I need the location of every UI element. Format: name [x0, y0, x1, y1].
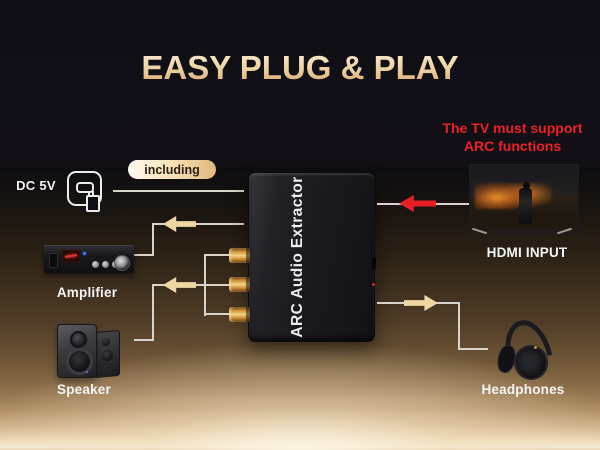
- speaker-image: [57, 324, 97, 378]
- device-label: ARC Audio Extractor: [289, 176, 306, 338]
- amplifier-label: Amplifier: [56, 285, 118, 300]
- headphones-image: [495, 315, 553, 384]
- tv-scene-figure: [518, 188, 532, 225]
- dc-5v-label: DC 5V: [16, 178, 56, 193]
- tv-scene-fire: [475, 182, 552, 209]
- amp-power-button-icon: [49, 253, 58, 268]
- amplifier-connector-line: [152, 223, 244, 225]
- speaker-driver-icon: [102, 337, 110, 347]
- rca-stub-top: [204, 254, 230, 256]
- amp-knob-icon: [92, 261, 99, 268]
- warning-line-1: The TV must support: [442, 120, 583, 136]
- left-arrow-icon: [163, 277, 196, 293]
- amplifier-connector-stub: [134, 254, 154, 256]
- top-dark-panel: [0, 0, 600, 171]
- warning-line-2: ARC functions: [463, 138, 562, 154]
- rca-jack-icon: [229, 307, 250, 322]
- rca-jack-icon: [229, 248, 250, 263]
- left-arrow-icon: [163, 216, 196, 232]
- usb-plug-icon: [86, 195, 100, 212]
- amp-bluetooth-led-icon: [83, 252, 86, 255]
- tv-scene-figure-head: [522, 181, 530, 189]
- red-left-arrow-icon: [399, 195, 436, 212]
- plug-prong-icon: [92, 191, 94, 195]
- power-led-icon: [372, 283, 375, 286]
- hdmi-input-label: HDMI INPUT: [486, 245, 568, 260]
- right-arrow-icon: [404, 295, 438, 311]
- speaker-tweeter-icon: [70, 331, 87, 348]
- arc-support-warning: The TV must support ARC functions: [425, 119, 600, 155]
- arc-audio-extractor-device: ARC Audio Extractor: [248, 172, 375, 342]
- amp-display-icon: [62, 250, 80, 262]
- rca-stub-middle: [204, 284, 230, 286]
- speaker-woofer-icon: [66, 348, 93, 375]
- speaker-connector-elbow: [152, 284, 154, 340]
- headphones-label: Headphones: [481, 382, 565, 397]
- speaker-connector-stub: [134, 339, 154, 341]
- including-badge: including: [128, 160, 216, 179]
- page-title: EASY PLUG & PLAY: [0, 49, 600, 87]
- rca-jack-icon: [229, 277, 250, 292]
- tv-image: [469, 164, 579, 233]
- amp-knob-icon: [102, 261, 109, 268]
- speaker-rear-image: [94, 329, 120, 379]
- power-adapter-icon: [67, 171, 102, 206]
- headphones-connector-stub: [458, 348, 488, 350]
- headphones-connector-elbow: [458, 302, 460, 350]
- amp-volume-knob-icon: [114, 255, 130, 271]
- speaker-led-icon: [86, 371, 88, 373]
- amplifier-connector-elbow: [152, 223, 154, 256]
- rca-stub-bottom: [204, 313, 230, 315]
- speaker-label: Speaker: [57, 382, 111, 397]
- optical-port-icon: [372, 257, 376, 269]
- amplifier-image: [44, 245, 134, 273]
- power-socket-icon: [76, 182, 94, 193]
- headphones-logo-dot-icon: [534, 346, 537, 349]
- plug-prong-icon: [88, 191, 90, 195]
- power-connector-line: [113, 190, 244, 192]
- speaker-driver-icon: [102, 349, 113, 362]
